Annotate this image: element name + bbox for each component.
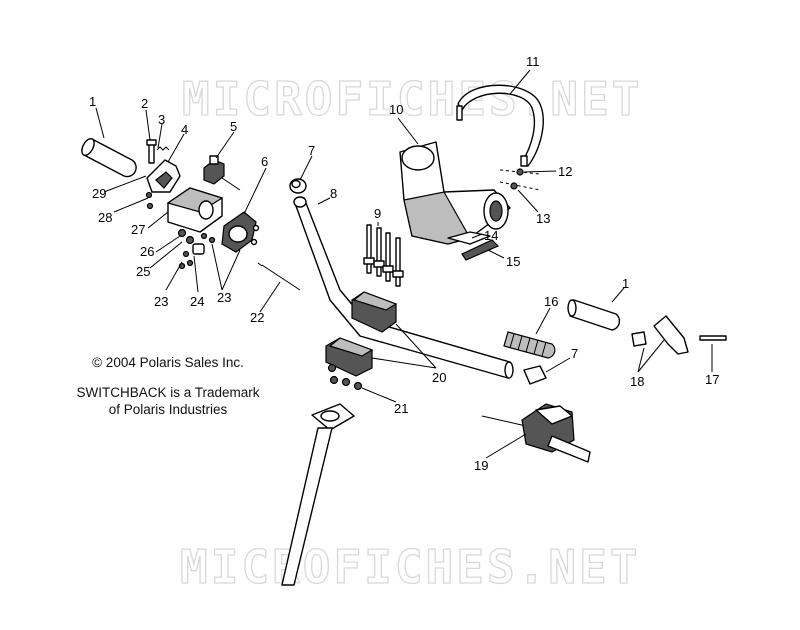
watermark-top: MICROFICHES.NET	[182, 72, 642, 126]
part-lever-18	[631, 315, 689, 355]
part-bolts-9	[363, 224, 404, 287]
callout-20: 20	[432, 370, 446, 385]
callout-12: 12	[558, 164, 572, 179]
callout-25: 25	[136, 264, 150, 279]
part-spring-3	[156, 146, 170, 151]
watermark-bottom: MICROFICHES.NET	[180, 540, 640, 594]
callout-6: 6	[261, 154, 268, 169]
callout-7-right: 7	[571, 346, 578, 361]
callout-8: 8	[330, 186, 337, 201]
callout-22: 22	[250, 310, 264, 325]
part-nuts-21	[327, 363, 363, 391]
callout-1-right: 1	[622, 276, 629, 291]
callout-17: 17	[705, 372, 719, 387]
part-grip-left	[81, 138, 137, 178]
part-plug-7-top	[289, 178, 307, 194]
callout-7-top: 7	[308, 143, 315, 158]
callout-24: 24	[190, 294, 204, 309]
trademark-line-2: of Polaris Industries	[108, 402, 228, 417]
part-steering-post	[281, 403, 355, 586]
part-small-hardware	[145, 191, 216, 270]
part-brake-19	[481, 403, 591, 463]
callout-21: 21	[394, 401, 408, 416]
callout-2: 2	[141, 96, 148, 111]
callout-23-right: 23	[217, 290, 231, 305]
part-clamp-lower	[325, 337, 374, 377]
callout-15: 15	[506, 254, 520, 269]
callout-5: 5	[230, 119, 237, 134]
callout-labels: 1 2 3 4 5 6 7 8 9 10 11 12 13 14 15 16 7…	[89, 54, 719, 473]
callout-26: 26	[140, 244, 154, 259]
part-screw-2	[146, 139, 157, 164]
callout-27: 27	[131, 222, 145, 237]
callout-29: 29	[92, 186, 106, 201]
part-grip-16	[503, 331, 556, 359]
part-switch-5	[203, 155, 241, 191]
part-handlebar-8	[293, 196, 514, 379]
callout-3: 3	[158, 112, 165, 127]
trademark-line-1: SWITCHBACK is a Trademark	[76, 385, 260, 400]
callout-13: 13	[536, 211, 550, 226]
callout-19: 19	[474, 458, 488, 473]
part-clamp-upper	[351, 291, 398, 333]
callout-4: 4	[181, 122, 188, 137]
part-switch-housing-27	[166, 187, 224, 233]
part-plug-7-right	[523, 365, 547, 385]
callout-11: 11	[526, 54, 540, 69]
part-guard-11	[456, 84, 544, 167]
leader-lines	[95, 69, 713, 459]
callout-1-left: 1	[89, 94, 96, 109]
part-pin-17	[699, 335, 727, 341]
callout-23-left: 23	[154, 294, 168, 309]
part-fasteners-12-13	[499, 168, 541, 191]
part-cover-10	[399, 141, 511, 245]
callout-9: 9	[374, 206, 381, 221]
part-cable-22	[257, 262, 301, 291]
part-control-housing-6	[221, 211, 260, 253]
callout-16: 16	[544, 294, 558, 309]
callout-14: 14	[484, 228, 498, 243]
part-bracket-4	[146, 159, 181, 193]
copyright-note: © 2004 Polaris Sales Inc.	[92, 355, 244, 370]
callout-28: 28	[98, 210, 112, 225]
callout-10: 10	[389, 102, 403, 117]
callout-18: 18	[630, 374, 644, 389]
part-grip-right	[567, 299, 621, 331]
